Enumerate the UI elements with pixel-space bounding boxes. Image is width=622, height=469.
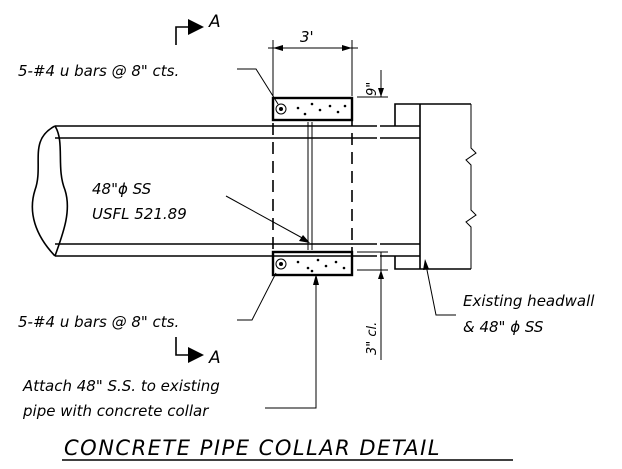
top-bars-label: 5-#4 u bars @ 8" cts. [18, 62, 179, 80]
headwall-label-line2: & 48" ϕ SS [463, 318, 544, 336]
width-dimension-label: 3' [300, 28, 314, 46]
width-dimension: 3' [268, 28, 358, 96]
existing-headwall [394, 103, 477, 270]
headwall-label-line1: Existing headwall [463, 292, 595, 310]
pipe-callout: 48"ϕ SS USFL 521.89 [92, 180, 310, 243]
pipe-label-line2: USFL 521.89 [92, 205, 187, 223]
bottom-clear-dimension: 3" cl. [357, 251, 388, 360]
detail-title: CONCRETE PIPE COLLAR DETAIL [62, 436, 513, 461]
concrete-collar [271, 96, 354, 277]
top-cover-dimension: 9" [357, 70, 388, 98]
bottom-bars-callout: 5-#4 u bars @ 8" cts. [18, 272, 277, 331]
pipe-label-line1: 48"ϕ SS [92, 180, 152, 198]
top-bars-callout: 5-#4 u bars @ 8" cts. [18, 62, 279, 105]
attach-label-line2: pipe with concrete collar [22, 402, 209, 420]
section-marker-bottom: A [175, 337, 221, 368]
section-marker-top-label: A [208, 12, 221, 32]
bottom-bars-label: 5-#4 u bars @ 8" cts. [18, 313, 179, 331]
attach-label-line1: Attach 48" S.S. to existing [22, 377, 220, 395]
bottom-clear-dimension-label: 3" cl. [365, 322, 380, 355]
pipe [31, 125, 377, 257]
section-marker-top: A [175, 12, 221, 45]
top-cover-dimension-label: 9" [365, 82, 380, 96]
headwall-callout: Existing headwall & 48" ϕ SS [423, 259, 595, 336]
section-marker-bottom-label: A [208, 348, 221, 368]
attach-callout: Attach 48" S.S. to existing pipe with co… [22, 274, 319, 420]
detail-title-text: CONCRETE PIPE COLLAR DETAIL [64, 436, 441, 460]
existing-pipe [380, 125, 420, 257]
